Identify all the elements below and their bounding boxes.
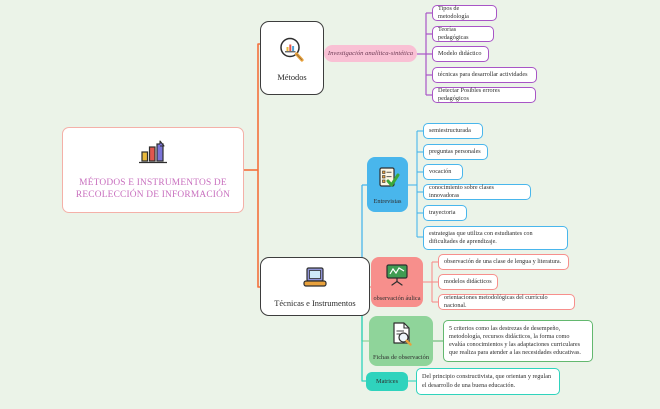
- group-label-fichas: Fichas de observación: [373, 354, 429, 361]
- group-node-matrices[interactable]: Matrices: [366, 372, 408, 391]
- leaf-entrevistas-4[interactable]: trayectoria: [423, 205, 467, 221]
- leaf-label: orientaciones metodológicas del currícul…: [444, 293, 548, 309]
- leaf-entrevistas-2[interactable]: vocación: [423, 164, 463, 180]
- group-node-fichas-observacion[interactable]: Fichas de observación: [369, 316, 433, 366]
- leaf-observacion-2[interactable]: orientaciones metodológicas del currícul…: [438, 294, 575, 310]
- page-title: MÉTODOS E INSTRUMENTOS DE RECOLECCIÓN DE…: [75, 177, 231, 200]
- leaf-entrevistas-5[interactable]: estrategias que utiliza con estudiantes …: [423, 226, 568, 250]
- central-topic-node[interactable]: MÉTODOS E INSTRUMENTOS DE RECOLECCIÓN DE…: [62, 127, 244, 213]
- branch-label-tecnicas: Técnicas e Instrumentos: [274, 299, 356, 308]
- leaf-label: Del principio constructivista, que orien…: [422, 373, 552, 389]
- leaf-label: preguntas personales: [429, 147, 481, 155]
- bar-chart-icon: [136, 139, 170, 170]
- leaf-label: trayectoria: [429, 208, 456, 216]
- leaf-observacion-1[interactable]: modelos didácticos: [438, 274, 498, 290]
- leaf-label: vocación: [429, 167, 452, 175]
- computer-monitor-icon: [301, 265, 329, 295]
- document-search-icon: [388, 321, 414, 351]
- leaf-entrevistas-3[interactable]: conocimiento sobre clases innovadoras: [423, 184, 531, 200]
- leaf-label: Tipos de metodología: [438, 4, 469, 20]
- leaf-metodos-0[interactable]: Tipos de metodología: [432, 5, 497, 21]
- leaf-label: estrategias que utiliza con estudiantes …: [429, 229, 533, 245]
- pill-investigacion[interactable]: Investigación analítica-sintética: [324, 45, 417, 62]
- magnifier-chart-icon: [277, 35, 307, 69]
- group-label-matrices: Matrices: [375, 378, 399, 385]
- leaf-fichas-0[interactable]: 5 criterios como las destrezas de desemp…: [443, 320, 593, 362]
- leaf-label: observación de una clase de lengua y lit…: [444, 257, 562, 265]
- leaf-matrices-0[interactable]: Del principio constructivista, que orien…: [416, 368, 560, 395]
- leaf-label: Detectar Posibles errores pedagógicos: [438, 86, 500, 102]
- leaf-label: 5 criterios como las destrezas de desemp…: [449, 324, 581, 357]
- leaf-label: modelos didácticos: [444, 277, 492, 285]
- pill-label: Investigación analítica-sintética: [327, 50, 414, 57]
- group-label-observacion: observación áulica: [373, 295, 421, 302]
- group-label-entrevistas: Entrevistas: [373, 197, 402, 205]
- clipboard-check-icon: [375, 165, 401, 195]
- leaf-observacion-0[interactable]: observación de una clase de lengua y lit…: [438, 254, 569, 270]
- leaf-label: conocimiento sobre clases innovadoras: [429, 183, 494, 199]
- leaf-label: técnicas para desarrollar actividades: [438, 70, 528, 78]
- branch-label-metodos: Métodos: [277, 72, 307, 82]
- branch-node-tecnicas[interactable]: Técnicas e Instrumentos: [260, 257, 370, 316]
- leaf-label: Modelo didáctico: [438, 49, 482, 57]
- group-node-observacion-aulica[interactable]: observación áulica: [371, 257, 423, 307]
- leaf-entrevistas-1[interactable]: preguntas personales: [423, 144, 488, 160]
- leaf-metodos-2[interactable]: Modelo didáctico: [432, 46, 489, 62]
- whiteboard-presentation-icon: [383, 262, 411, 292]
- leaf-entrevistas-0[interactable]: semiestructurada: [423, 123, 483, 139]
- leaf-label: semiestructurada: [429, 126, 471, 134]
- leaf-metodos-4[interactable]: Detectar Posibles errores pedagógicos: [432, 87, 536, 103]
- leaf-metodos-3[interactable]: técnicas para desarrollar actividades: [432, 67, 537, 83]
- leaf-label: Teorías pedagógicas: [438, 25, 469, 41]
- branch-node-metodos[interactable]: Métodos: [260, 21, 324, 95]
- leaf-metodos-1[interactable]: Teorías pedagógicas: [432, 26, 494, 42]
- group-node-entrevistas[interactable]: Entrevistas: [367, 157, 408, 212]
